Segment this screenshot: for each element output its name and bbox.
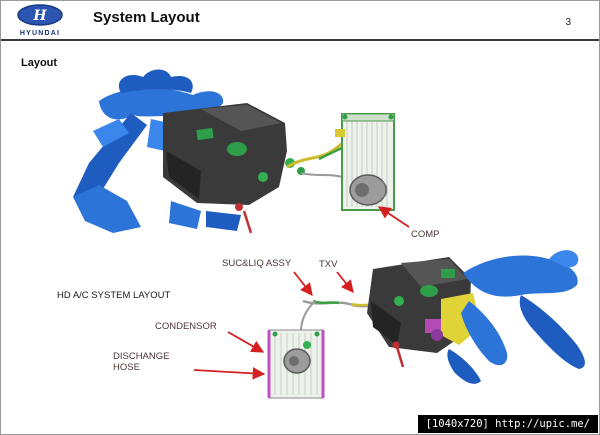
hvac-unit-bottom — [367, 257, 481, 368]
arrow-txv — [336, 271, 354, 293]
arrow-condensor — [227, 331, 265, 353]
hvac-unit-top — [163, 103, 305, 234]
label-discharge-hose-line1: DISCHANGE — [113, 351, 170, 362]
hyundai-logo-letter: H — [32, 8, 47, 24]
label-hd-ac-system-layout: HD A/C SYSTEM LAYOUT — [57, 290, 171, 301]
section-label-layout: Layout — [21, 57, 58, 69]
label-txv: TXV — [319, 259, 338, 270]
label-discharge-hose-line2: HOSE — [113, 362, 140, 373]
slide-header: H HYUNDAI System Layout 3 — [1, 1, 599, 41]
page-title: System Layout — [93, 9, 200, 26]
label-sucliq-assy: SUC&LIQ ASSY — [222, 258, 292, 269]
compressor-top — [349, 174, 388, 206]
label-condensor: CONDENSOR — [155, 321, 217, 332]
arrow-discharge-hose — [193, 367, 266, 380]
compressor-bottom — [283, 348, 311, 374]
hyundai-logo: H HYUNDAI — [13, 4, 67, 37]
arrow-comp — [377, 206, 410, 228]
hyundai-brand-text: HYUNDAI — [19, 30, 61, 37]
label-discharge-hose: DISCHANGE HOSE — [113, 351, 169, 373]
hvac-assembly-bottom — [193, 250, 585, 399]
hvac-assembly-top — [73, 69, 410, 234]
label-comp: COMP — [411, 229, 440, 240]
page-number: 3 — [565, 17, 571, 28]
arrow-sucliq — [293, 271, 313, 296]
refrigerant-pipes-top — [286, 136, 350, 178]
watermark: [1040x720] http://upic.me/ — [417, 415, 598, 433]
hyundai-logo-icon: H — [17, 4, 63, 26]
blower-ducts-bottom — [447, 250, 585, 384]
